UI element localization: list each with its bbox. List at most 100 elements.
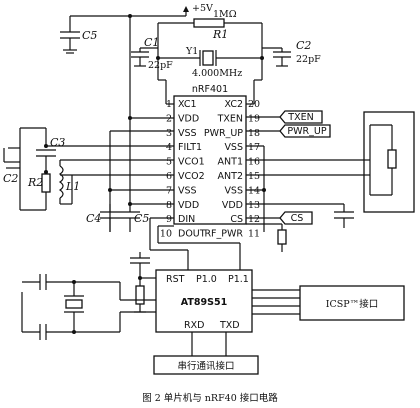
nrf401-pin-4: 4 FILT1 xyxy=(166,142,202,153)
nrf401-pin-3: 3 VSS xyxy=(166,128,197,139)
pin-number: 6 xyxy=(166,171,172,182)
mcu-crystal xyxy=(21,274,156,340)
r1-label: R1 xyxy=(212,28,228,41)
pwr-up-net-label xyxy=(279,124,331,138)
pin-name: VCO1 xyxy=(178,157,205,168)
mcu-pin-rxd: RXD xyxy=(184,320,204,331)
crystal-freq: 4.000MHz xyxy=(192,68,242,79)
rf-pwr-resistor xyxy=(277,229,287,245)
c2-left-label: C2 xyxy=(3,172,18,185)
pin-number: 1 xyxy=(166,99,172,110)
data-lines xyxy=(149,217,241,270)
serial-label: 串行通讯接口 xyxy=(177,360,234,372)
nrf401-pin-15: 15 ANT2 xyxy=(218,171,261,182)
crystal-y1 xyxy=(202,50,214,66)
c2-value: 22pF xyxy=(296,54,321,65)
nrf401-pin-16: 16 ANT1 xyxy=(218,157,261,168)
pin-name: VDD xyxy=(178,200,199,211)
pin-number: 7 xyxy=(166,185,172,196)
figure-caption: 图 2 单片机与 nRF40 接口电路 xyxy=(142,392,278,404)
pin-name: RF_PWR xyxy=(204,229,243,240)
pin-name: TXEN xyxy=(217,113,243,124)
loop-antenna xyxy=(363,111,415,213)
c5-top-label: C5 xyxy=(82,29,97,42)
capacitor-c5-top: C5 xyxy=(60,16,97,54)
pin-name: VSS xyxy=(178,185,197,196)
cs-label-text: CS xyxy=(291,213,304,224)
mcu-pin-p11: P1.1 xyxy=(228,274,249,285)
icsp-block: ICSP™接口 xyxy=(252,285,405,321)
capacitor-c5-bottom: C5 xyxy=(120,204,149,232)
reset-resistor xyxy=(135,285,145,305)
capacitor-c4: C4 xyxy=(86,204,120,232)
y1-label: Y1 xyxy=(185,46,198,57)
resistor-r1 xyxy=(193,18,225,28)
pin-number: 4 xyxy=(166,142,172,153)
power-supply: +5V xyxy=(70,3,213,206)
txen-label-text: TXEN xyxy=(287,112,313,123)
pin-name: VCO2 xyxy=(178,171,205,182)
icsp-label: ICSP™接口 xyxy=(326,298,378,310)
pin-name: XC2 xyxy=(225,99,244,110)
pin-number: 15 xyxy=(248,171,260,182)
pin-name: FILT1 xyxy=(178,142,202,153)
nrf401-pin-17: 17 VSS xyxy=(224,142,260,153)
pin-name: ANT2 xyxy=(218,171,243,182)
pin-number: 3 xyxy=(166,128,172,139)
nrf401-body xyxy=(173,95,247,225)
crystal-section: 1MΩ R1 Y1 4.000MHz C1 22pF xyxy=(131,9,321,105)
mcu-pin-p10: P1.0 xyxy=(196,274,217,285)
at89s51-body xyxy=(155,269,253,333)
supply-label: +5V xyxy=(192,3,213,14)
nrf401-pin-1: 1 XC1 xyxy=(166,99,197,110)
pin-number: 11 xyxy=(248,229,260,240)
c2-label: C2 xyxy=(296,39,311,52)
pin-number: 16 xyxy=(248,157,260,168)
nrf401-pin-19: 19 TXEN xyxy=(217,113,261,124)
pin-number: 10 xyxy=(160,229,172,240)
nrf401-pin-10: 10 DOUT xyxy=(160,229,206,240)
nrf401-right-pins: 20XC219TXEN18PWR_UP17VSS16ANT115ANT214VS… xyxy=(204,99,260,240)
r2-label: R2 xyxy=(27,176,43,189)
mcu-block: RST P1.0 P1.1 AT89S51 RXD TXD xyxy=(155,269,253,333)
nrf401-name: nRF401 xyxy=(192,84,228,95)
pin-name: VDD xyxy=(178,113,199,124)
txen-net-label xyxy=(279,110,323,124)
pin-name: VSS xyxy=(224,142,243,153)
right-wiring: TXEN PWR_UP CS xyxy=(246,110,364,252)
pin-name: DIN xyxy=(178,214,195,225)
pin-number: 9 xyxy=(166,214,172,225)
pin-name: ANT1 xyxy=(218,157,243,168)
c1-label: C1 xyxy=(144,36,159,49)
inductor-l1: L1 xyxy=(58,159,174,205)
pin-number: 2 xyxy=(166,113,172,124)
pin-number: 17 xyxy=(248,142,260,153)
mcu-pin-txd: TXD xyxy=(219,320,240,331)
nrf401-pin-9: 9 DIN xyxy=(166,214,195,225)
c1-value: 22pF xyxy=(148,60,173,71)
pin-name: XC1 xyxy=(178,99,197,110)
mcu-xtal xyxy=(65,299,83,309)
pin-number: 12 xyxy=(248,214,260,225)
serial-block: 串行通讯接口 xyxy=(153,332,259,375)
pin-name: VSS xyxy=(178,128,197,139)
pin-number: 18 xyxy=(248,128,260,139)
c5-bottom-label: C5 xyxy=(134,212,149,225)
cs-net-label xyxy=(279,211,313,225)
antenna-resistor xyxy=(387,149,397,169)
pin-name: DOUT xyxy=(178,229,206,240)
pin-number: 13 xyxy=(248,200,260,211)
icsp-box xyxy=(299,285,405,321)
pin-number: 19 xyxy=(248,113,260,124)
supply-arrow xyxy=(183,6,189,12)
loop-filter: C3 R2 C2 xyxy=(3,127,174,211)
pin-number: 8 xyxy=(166,200,172,211)
nrf401-pin-12: 12 CS xyxy=(230,214,260,225)
pin-name: CS xyxy=(230,214,243,225)
